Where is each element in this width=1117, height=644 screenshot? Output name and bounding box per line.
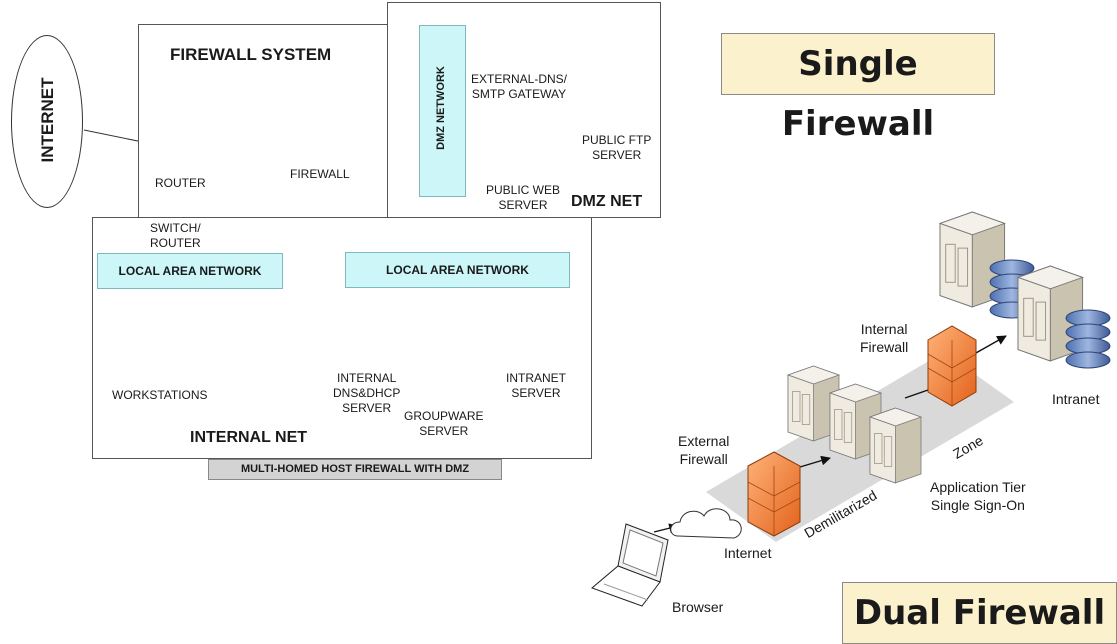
caption-bar: MULTI-HOMED HOST FIREWALL WITH DMZ	[208, 459, 502, 480]
internal-firewall-icon	[927, 325, 977, 407]
dual-firewall-title: Dual Firewall	[853, 593, 1106, 633]
single-firewall-title: Single Firewall	[781, 44, 935, 144]
internet-ellipse	[11, 35, 83, 208]
browser-laptop-icon	[591, 523, 669, 607]
ext-dns-label: EXTERNAL-DNS/SMTP GATEWAY	[471, 72, 568, 101]
lan-right-bar: LOCAL AREA NETWORK	[345, 252, 570, 288]
intranet-label: Intranet	[1052, 391, 1100, 407]
browser-label: Browser	[672, 599, 724, 615]
dual-firewall-callout: Dual Firewall	[842, 582, 1117, 644]
internal-net-title: INTERNAL NET	[190, 429, 308, 446]
single-firewall-callout: Single Firewall	[721, 33, 995, 144]
lan-left-label: LOCAL AREA NETWORK	[118, 264, 262, 278]
firewall-system-box	[138, 24, 390, 219]
firewall-system-title: FIREWALL SYSTEM	[170, 45, 332, 64]
firewall-label: FIREWALL	[290, 167, 350, 181]
caption-label: MULTI-HOMED HOST FIREWALL WITH DMZ	[240, 463, 470, 475]
switch-router-label: SWITCH/ROUTER	[150, 221, 201, 250]
router-label: ROUTER	[155, 176, 206, 190]
dmz-network-bar	[419, 25, 466, 197]
dmz-net-title: DMZ NET	[571, 193, 643, 210]
workstations-label: WORKSTATIONS	[112, 388, 208, 402]
dmz-network-label: DMZ NETWORK	[435, 66, 447, 150]
lan-right-label: LOCAL AREA NETWORK	[386, 263, 529, 277]
internet-label: INTERNET	[38, 77, 57, 163]
lan-left-bar: LOCAL AREA NETWORK	[97, 253, 283, 289]
internet-cloud-icon	[670, 508, 742, 539]
app-tier-server-icon-3	[869, 407, 922, 484]
external-firewall-icon	[747, 451, 801, 537]
internet-label-dual: Internet	[724, 545, 772, 561]
